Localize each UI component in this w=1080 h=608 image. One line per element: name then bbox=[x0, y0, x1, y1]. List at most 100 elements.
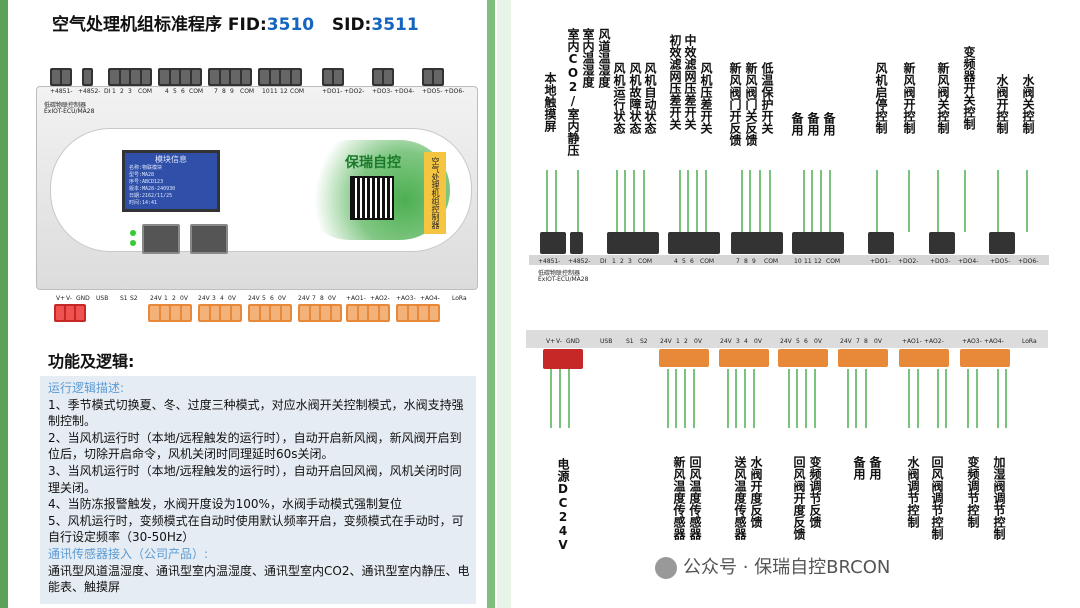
device-top-terminal-label: +DO6- bbox=[444, 88, 465, 95]
diagram-top-terminal-label: +DO5- bbox=[990, 258, 1011, 265]
device-bottom-terminal-label: +AO4- bbox=[420, 295, 440, 302]
terminal-block bbox=[258, 68, 302, 86]
terminal-block bbox=[989, 232, 1015, 254]
diagram-top-terminal-label: 7 bbox=[736, 258, 740, 265]
lcd-line: 序号:ABCD123 bbox=[129, 179, 164, 185]
diagram-bottom-terminal-label: 24V bbox=[780, 338, 792, 345]
top-signal-tag: 风机压差开关 bbox=[699, 62, 713, 134]
logic-item: 3、当风机运行时（本地/远程触发的运行时），自动开启回风阀，风机关闭时同理关闭。 bbox=[48, 463, 462, 495]
top-terminal-strip bbox=[529, 232, 1049, 265]
logic-item: 5、风机运行时，变频模式在自动时使用默认频率开启，变频模式在手动时，可自行设定频… bbox=[48, 513, 464, 545]
diagram-top-terminal-label: 4 bbox=[674, 258, 678, 265]
diagram-top-terminal-label: DI bbox=[600, 258, 607, 265]
top-signal-tag: 新风阀关控制 bbox=[936, 62, 950, 134]
device-bottom-terminal-label: 8 bbox=[320, 295, 324, 302]
top-signal-tag: 新风阀门关反馈 bbox=[744, 62, 758, 146]
device-top-terminal-label: 11 bbox=[270, 88, 278, 95]
bottom-signal-tag: 回风阀开度反馈 bbox=[792, 456, 806, 540]
device-top-terminal-label: 5 bbox=[173, 88, 177, 95]
diagram-top-terminal-label: 2 bbox=[620, 258, 624, 265]
device-top-terminal-label: 10 bbox=[262, 88, 270, 95]
bottom-signal-tag: 备用 bbox=[868, 456, 882, 480]
device-top-terminal-label: 4 bbox=[165, 88, 169, 95]
bottom-terminal-strip bbox=[526, 330, 1048, 369]
diagram-top-terminal-label: 6 bbox=[690, 258, 694, 265]
device-bottom-terminal-label: 0V bbox=[228, 295, 236, 302]
diagram-bottom-terminal-label: 24V bbox=[720, 338, 732, 345]
diagram-top-terminal-label: +DO4- bbox=[958, 258, 979, 265]
device-bottom-terminal-label: 2 bbox=[172, 295, 176, 302]
diagram-top-terminal-label: COM bbox=[638, 258, 653, 265]
io-terminal-block bbox=[198, 304, 242, 322]
logic-item: 4、当防冻报警触发，水阀开度设为100%，水阀手动模式强制复位 bbox=[48, 497, 402, 512]
watermark-text: 公众号 · 保瑞自控BRCON bbox=[683, 557, 891, 578]
device-bottom-terminal-label: 5 bbox=[262, 295, 266, 302]
title-sid: 3511 bbox=[371, 15, 419, 35]
bottom-signal-tag: 加湿阀调节控制 bbox=[992, 456, 1006, 540]
divider-stripe bbox=[487, 0, 495, 608]
diagram-top-terminal-label: 3 bbox=[628, 258, 632, 265]
diagram-model-line1: 低碳物联控制器 bbox=[538, 270, 581, 277]
terminal-block bbox=[607, 232, 659, 254]
bottom-signal-tag: 新风温度传感器 bbox=[672, 456, 686, 540]
device-model-line1: 低碳物联控制器 bbox=[44, 102, 87, 109]
diagram-bottom-terminal-label: 24V bbox=[660, 338, 672, 345]
device-bottom-terminal-label: 0V bbox=[278, 295, 286, 302]
device-bottom-terminal-label: GND bbox=[76, 295, 90, 302]
bottom-strip-housing bbox=[526, 330, 1048, 348]
io-terminal-block bbox=[778, 349, 828, 367]
device-side-label: 空气处理机组控制器 bbox=[424, 152, 446, 234]
ethernet-port-icon bbox=[190, 224, 228, 254]
top-signal-tag: 中效滤网压差开关 bbox=[683, 34, 697, 130]
terminal-block bbox=[540, 232, 566, 254]
lcd-line: 名称:物联模块 bbox=[129, 165, 163, 171]
diagram-model-line2: ExIOT-ECU/MA28 bbox=[538, 276, 589, 283]
device-top-terminal-label: COM bbox=[138, 88, 153, 95]
power-terminal-block bbox=[543, 349, 583, 369]
function-panel bbox=[40, 376, 476, 604]
device-bottom-terminal-label: 24V bbox=[150, 295, 162, 302]
bottom-signal-tag: 回风阀调节控制 bbox=[930, 456, 944, 540]
device-top-terminal-label: +DO1- bbox=[322, 88, 343, 95]
diagram-bottom-terminal-label: 5 bbox=[796, 338, 800, 345]
top-signal-tag: 风机自动状态 bbox=[643, 62, 657, 134]
top-signal-tag: 室内温湿度 bbox=[581, 28, 595, 88]
bottom-signal-tag: 水阀调节控制 bbox=[906, 456, 920, 528]
top-signal-tag: 水阀关控制 bbox=[1021, 74, 1035, 134]
diagram-top-terminal-label: +DO6- bbox=[1018, 258, 1039, 265]
top-signal-tag: 风道温湿度 bbox=[597, 28, 611, 88]
top-signal-tag: 风机故障状态 bbox=[628, 62, 642, 134]
top-signal-tag: 备用 bbox=[790, 112, 804, 136]
io-terminal-block bbox=[960, 349, 1010, 367]
device-bottom-terminal-label: 24V bbox=[298, 295, 310, 302]
sensor-section-title: 通讯传感器接入（公司产品）: bbox=[48, 546, 209, 561]
divider-stripe-light bbox=[497, 0, 511, 608]
diagram-top-terminal-label: 1 bbox=[612, 258, 616, 265]
diagram-top-terminal-label: COM bbox=[826, 258, 841, 265]
lcd-title: 模块信息 bbox=[155, 155, 187, 164]
io-terminal-block bbox=[838, 349, 888, 367]
top-signal-tag: 本地触摸屏 bbox=[543, 72, 557, 132]
device-top-terminal-label: 12 bbox=[280, 88, 288, 95]
bottom-signal-tag: 电源DC24V bbox=[556, 458, 570, 552]
ethernet-port-icon bbox=[142, 224, 180, 254]
diagram-bottom-terminal-label: 0V bbox=[814, 338, 822, 345]
device-bottom-terminal-label: 7 bbox=[312, 295, 316, 302]
diagram-bottom-terminal-label: 6 bbox=[804, 338, 808, 345]
bottom-signal-tag: 变频调节反馈 bbox=[808, 456, 822, 528]
terminal-block bbox=[731, 232, 783, 254]
diagram-bottom-terminal-label: GND bbox=[566, 338, 580, 345]
device-bottom-terminal-label: 0V bbox=[180, 295, 188, 302]
top-wires bbox=[546, 170, 1028, 232]
terminal-block bbox=[668, 232, 720, 254]
device-bottom-terminal-label: S2 bbox=[130, 295, 138, 302]
io-terminal-block bbox=[396, 304, 440, 322]
device-top-terminal-label: COM bbox=[290, 88, 305, 95]
device-bottom-terminal-label: 4 bbox=[220, 295, 224, 302]
diagram-bottom-terminal-label: +AO3- bbox=[962, 338, 982, 345]
diagram-top-terminal-label: +4851- bbox=[538, 258, 561, 265]
lcd-line: 型号:MA28 bbox=[129, 172, 155, 178]
title-fid-label: FID: bbox=[227, 15, 267, 35]
diagram-bottom-terminal-label: 1 bbox=[676, 338, 680, 345]
diagram-top-terminal-label: 5 bbox=[682, 258, 686, 265]
